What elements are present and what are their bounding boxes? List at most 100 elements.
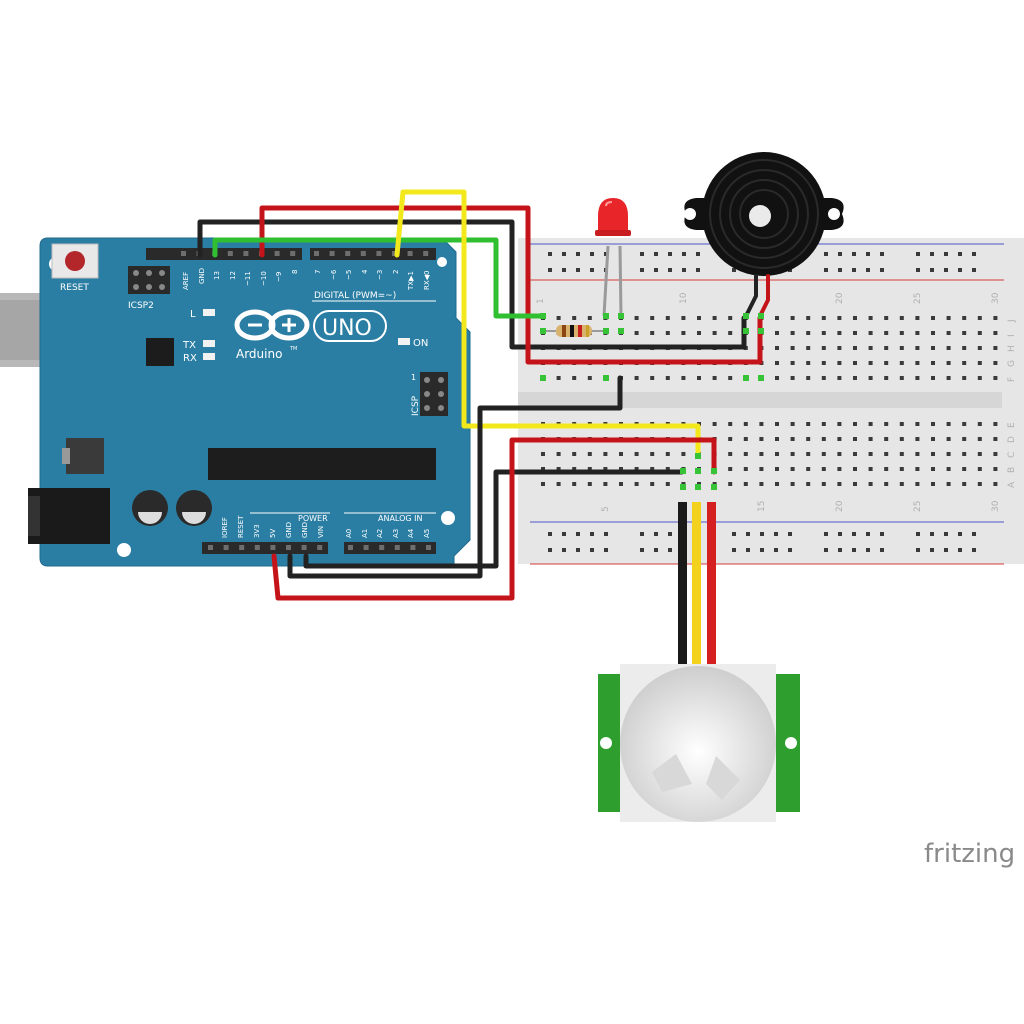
breadboard-hole — [972, 532, 976, 536]
breadboard-hole — [590, 532, 594, 536]
breadboard-hole — [972, 548, 976, 552]
breadboard-hole — [654, 268, 658, 272]
breadboard-hole — [619, 452, 623, 456]
icsp-label: ICSP — [411, 395, 421, 416]
breadboard-hole — [837, 452, 842, 456]
row-letter-e: E — [1007, 422, 1017, 428]
breadboard-hole — [728, 422, 733, 426]
breadboard-hole — [654, 548, 658, 552]
breadboard-hole — [868, 437, 873, 441]
row-letter-d: D — [1007, 436, 1017, 443]
breadboard-hole — [853, 482, 857, 486]
breadboard-hole — [821, 346, 826, 350]
breadboard-hole — [743, 482, 748, 486]
breadboard-hole — [650, 482, 655, 486]
reset-button-cap[interactable] — [65, 251, 85, 271]
breadboard-hole — [410, 545, 416, 550]
breadboard-hole — [634, 482, 639, 486]
breadboard-hole — [868, 331, 873, 335]
breadboard-hole — [806, 316, 811, 320]
breadboard-hole — [962, 346, 967, 350]
breadboard-hole — [977, 331, 982, 335]
analog-header — [344, 542, 436, 554]
breadboard-hole — [562, 532, 566, 536]
pin-label: GND — [285, 522, 293, 538]
breadboard-hole — [562, 252, 566, 256]
breadboard-hole — [915, 331, 920, 335]
breadboard-hole — [603, 467, 608, 471]
breadboard-hole — [884, 437, 889, 441]
breadboard-hole — [899, 452, 904, 456]
breadboard-hole — [788, 532, 792, 536]
breadboard-hole — [931, 331, 935, 335]
breadboard-hole — [946, 482, 951, 486]
breadboard-hole — [590, 268, 594, 272]
breadboard-hole — [634, 316, 639, 320]
breadboard-hole — [603, 452, 608, 456]
breadboard-hole — [423, 251, 429, 256]
breadboard-hole — [993, 422, 998, 426]
breadboard-hole — [728, 467, 733, 471]
breadboard-hole — [806, 482, 811, 486]
col-number-10: 10 — [679, 292, 689, 304]
pin-label: VIN — [317, 526, 325, 538]
breadboard-hole — [329, 251, 335, 256]
breadboard-hole — [946, 437, 951, 441]
pin-label: 3V3 — [253, 524, 261, 538]
breadboard-hole — [977, 346, 982, 350]
breadboard-hole — [899, 331, 904, 335]
breadboard-hole — [806, 467, 811, 471]
pir-wire-black — [678, 502, 687, 670]
pin-label: A3 — [392, 529, 400, 538]
breadboard-hole — [665, 482, 670, 486]
breadboard-hole — [946, 361, 951, 365]
row-letter-a: A — [1007, 481, 1017, 488]
breadboard-hole — [775, 316, 779, 320]
breadboard-hole — [837, 361, 842, 365]
breadboard-hole — [650, 331, 655, 335]
icsp-header — [420, 372, 448, 416]
connection-points — [540, 313, 764, 490]
breadboard-hole — [962, 467, 967, 471]
wire-red-5v-pir — [271, 437, 717, 601]
breadboard-hole — [806, 452, 811, 456]
breadboard-hole — [880, 268, 884, 272]
breadboard-hole — [866, 548, 870, 552]
breadboard-hole — [852, 268, 856, 272]
breadboard-hole — [732, 532, 736, 536]
breadboard-hole — [806, 422, 811, 426]
breadboard-hole — [681, 452, 686, 456]
pin-label: A1 — [361, 529, 369, 538]
breadboard-hole — [576, 252, 580, 256]
wires — [197, 189, 770, 601]
breadboard-hole — [899, 316, 904, 320]
breadboard-hole — [993, 482, 998, 486]
breadboard-hole — [930, 268, 934, 272]
breadboard-hole — [640, 252, 644, 256]
breadboard-hole — [852, 548, 856, 552]
breadboard-hole — [604, 548, 608, 552]
col-number-1: 1 — [536, 298, 546, 304]
breadboard-hole — [884, 422, 889, 426]
breadboard-hole — [868, 376, 873, 380]
wire-black-gnd-top — [197, 219, 747, 350]
buzzer-lead-red — [758, 274, 770, 318]
pin-label: 13 — [213, 271, 221, 280]
breadboard-hole — [682, 268, 686, 272]
pir-wire-yellow — [692, 502, 701, 670]
breadboard-hole — [634, 467, 639, 471]
breadboard-hole — [363, 545, 369, 550]
breadboard-hole — [548, 532, 552, 536]
breadboard-hole — [972, 252, 976, 256]
breadboard-hole — [915, 361, 920, 365]
wire-red-5v-top — [259, 205, 763, 365]
pin-label: A4 — [407, 528, 415, 538]
digital-header-label: DIGITAL (PWM=~) — [314, 291, 396, 301]
resistor — [544, 325, 604, 337]
breadboard-hole — [899, 422, 904, 426]
breadboard-hole — [665, 331, 670, 335]
breadboard-hole — [868, 482, 873, 486]
breadboard-hole — [556, 316, 561, 320]
led-tx — [203, 340, 215, 347]
breadboard-hole — [931, 437, 935, 441]
